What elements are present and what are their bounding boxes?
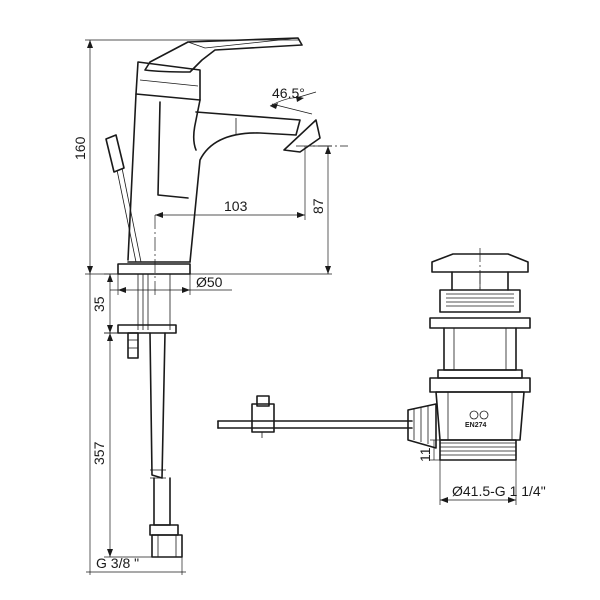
label-angle: 46.5° bbox=[272, 85, 305, 101]
standard-label: EN274 bbox=[465, 422, 487, 429]
waste-thread bbox=[439, 439, 517, 461]
label-g38: G 3/8 " bbox=[96, 555, 139, 571]
dim-103 bbox=[155, 146, 306, 220]
dim-160 bbox=[85, 39, 300, 275]
popup-rod bbox=[105, 134, 142, 263]
hose-fitting bbox=[149, 524, 183, 558]
mounting-plate bbox=[117, 324, 177, 334]
faucet-body bbox=[127, 93, 201, 261]
label-waste-spec: Ø41.5-G 1 1/4" bbox=[452, 483, 546, 499]
dim-waste-diameter bbox=[439, 460, 517, 505]
label-diameter-50: Ø50 bbox=[196, 274, 223, 290]
label-160: 160 bbox=[72, 136, 88, 160]
dim-waste-11 bbox=[430, 439, 440, 461]
dim-angle bbox=[269, 91, 317, 115]
plug-cap bbox=[431, 253, 529, 273]
connecting-rod bbox=[217, 395, 413, 438]
popup-waste: EN274 bbox=[217, 248, 531, 505]
dim-87 bbox=[190, 145, 332, 275]
label-357: 357 bbox=[91, 441, 107, 465]
spout bbox=[189, 111, 301, 263]
label-103: 103 bbox=[224, 198, 248, 214]
nut bbox=[127, 332, 139, 359]
handle-lever bbox=[144, 37, 303, 73]
faucet-base bbox=[117, 263, 191, 275]
waste-body bbox=[429, 327, 531, 441]
faucet bbox=[105, 37, 321, 558]
label-35: 35 bbox=[91, 296, 107, 312]
waste-flange bbox=[429, 289, 531, 329]
dim-diameter-50 bbox=[110, 274, 232, 295]
side-nut bbox=[407, 403, 437, 449]
label-87: 87 bbox=[310, 198, 326, 214]
label-waste-11: 11 bbox=[417, 447, 433, 462]
en274-mark: EN274 bbox=[465, 410, 489, 429]
dim-357 bbox=[104, 332, 152, 558]
dim-g38 bbox=[86, 274, 186, 575]
flexible-hose bbox=[149, 332, 166, 479]
